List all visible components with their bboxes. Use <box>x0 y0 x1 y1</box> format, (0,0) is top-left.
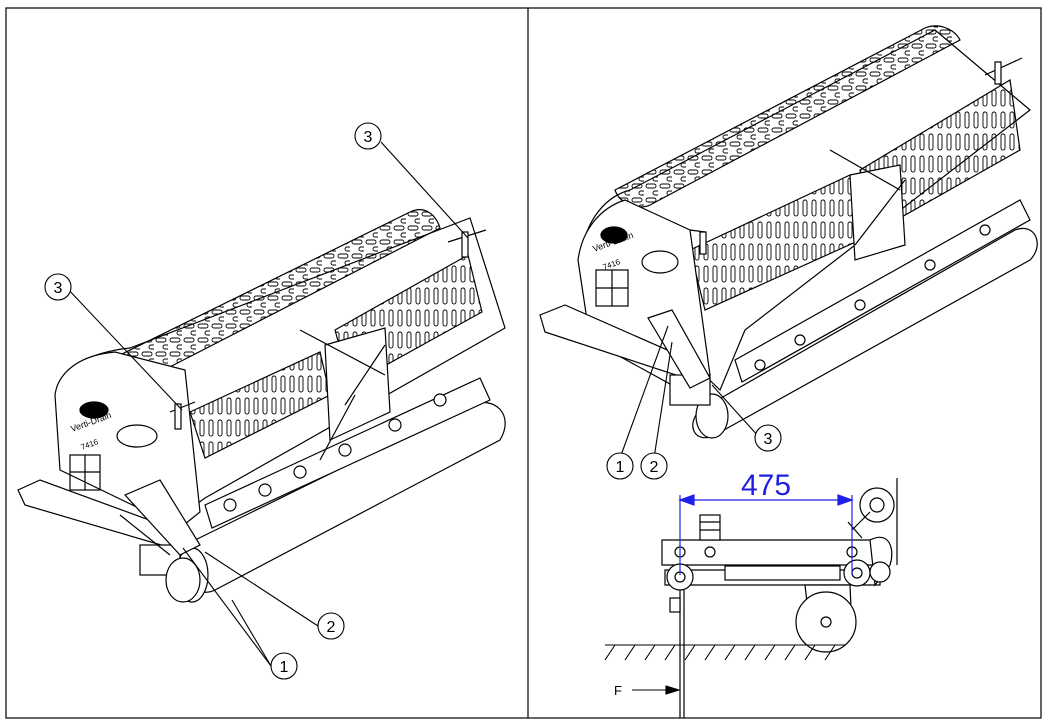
left-callout-2-circle <box>317 612 345 640</box>
force-arrow <box>632 685 681 695</box>
left-machine-view <box>17 209 506 603</box>
right-callout-1-label: 1 <box>616 459 625 476</box>
left-callout-3a-circle <box>354 122 382 150</box>
left-callout-3a-label: 3 <box>364 129 373 146</box>
right-callout-2-circle <box>640 452 668 480</box>
right-callout-3-label: 3 <box>764 431 773 448</box>
right-callout-2-label: 2 <box>650 459 659 476</box>
right-callout-1-circle <box>606 452 634 480</box>
left-callout-3b-label: 3 <box>54 280 63 297</box>
left-callout-1-label: 1 <box>280 659 289 676</box>
dimension-value: 475 <box>741 469 791 502</box>
left-callout-1-circle <box>270 652 298 680</box>
dimension-line <box>678 494 854 575</box>
force-label: F <box>614 683 622 698</box>
right-callout-leaders <box>619 325 761 459</box>
left-callout-leaders <box>65 141 469 667</box>
right-machine-view <box>539 25 1038 439</box>
left-callout-3b-circle <box>44 273 72 301</box>
ground-line <box>604 644 845 661</box>
drawing-frame <box>5 7 1042 719</box>
right-callout-3-circle <box>754 424 782 452</box>
linkage-detail <box>661 478 898 718</box>
left-callout-2-label: 2 <box>327 619 336 636</box>
